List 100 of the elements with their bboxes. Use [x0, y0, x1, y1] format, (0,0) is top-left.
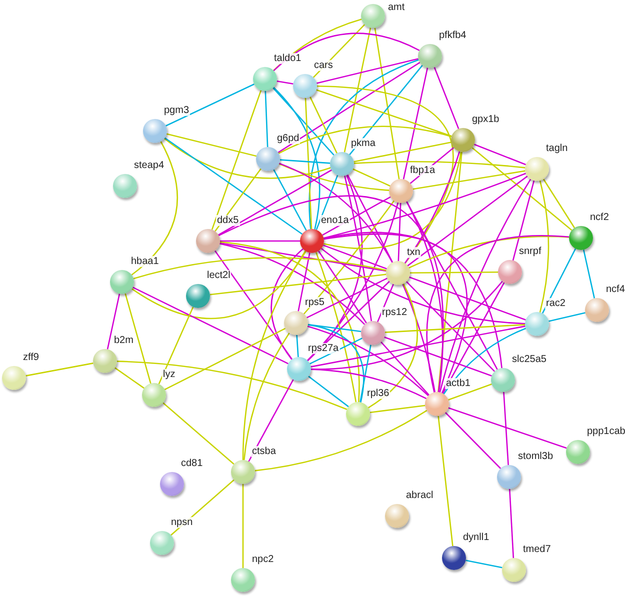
protein-label: ctsba: [251, 446, 277, 457]
protein-label: fbp1a: [409, 165, 436, 176]
interaction-line: [308, 376, 349, 408]
protein-label: stoml3b: [517, 451, 554, 462]
interaction-line: [426, 234, 570, 392]
interaction-line: [114, 367, 144, 389]
interaction-line: [218, 169, 332, 236]
interaction-line: [315, 252, 357, 402]
interaction-line: [311, 280, 503, 370]
interaction-line: [280, 159, 330, 164]
interaction-line: [448, 383, 492, 401]
interaction-line: [308, 324, 364, 402]
interaction-line: [164, 328, 286, 390]
interaction-line: [273, 86, 320, 230]
interaction-line: [310, 368, 427, 400]
interaction-line: [278, 163, 390, 191]
protein-label: txn: [406, 247, 422, 258]
interaction-line: [466, 560, 502, 568]
interaction-line: [548, 312, 586, 322]
interaction-line: [384, 324, 526, 333]
interaction-line: [444, 412, 502, 469]
protein-label: pkma: [350, 138, 376, 149]
interaction-line: [344, 176, 372, 322]
interaction-line: [438, 416, 454, 546]
interaction-line: [409, 276, 526, 321]
interaction-line: [443, 328, 526, 394]
interaction-line: [354, 161, 526, 168]
interaction-line: [242, 250, 306, 460]
interaction-line: [370, 404, 426, 414]
interaction-line: [322, 244, 388, 270]
protein-label: b2m: [113, 335, 134, 346]
interaction-line: [166, 133, 257, 157]
protein-label: dynll1: [462, 532, 490, 543]
interaction-line: [406, 281, 496, 372]
interaction-line: [316, 89, 452, 137]
interaction-line: [512, 180, 535, 261]
interaction-line: [398, 202, 402, 262]
protein-label: zff9: [22, 352, 40, 363]
protein-label: slc25a5: [511, 354, 548, 365]
interaction-line: [304, 98, 312, 230]
interaction-line: [448, 407, 567, 449]
protein-label: gpx1b: [471, 114, 500, 125]
interaction-line: [318, 250, 367, 324]
protein-label: cd81: [180, 458, 204, 469]
protein-label: ncf2: [589, 212, 610, 223]
interaction-line: [210, 274, 386, 296]
interaction-line: [324, 234, 468, 394]
protein-label: rac2: [545, 298, 566, 309]
interaction-line: [220, 241, 360, 402]
interaction-line: [322, 196, 391, 236]
interaction-line: [164, 137, 303, 235]
interaction-line: [503, 392, 509, 466]
interaction-line: [278, 62, 420, 154]
interaction-line: [406, 201, 444, 392]
interaction-line: [404, 151, 460, 264]
interaction-line: [308, 59, 419, 230]
protein-label: snrpf: [518, 246, 542, 257]
interaction-line: [539, 180, 550, 313]
interaction-line: [254, 410, 428, 472]
protein-label: tagln: [545, 143, 569, 154]
interaction-line: [307, 280, 390, 362]
interaction-line: [384, 336, 492, 377]
interaction-line: [162, 402, 234, 465]
protein-label: rps5: [304, 297, 326, 308]
interaction-line: [270, 248, 304, 360]
interaction-line: [273, 32, 420, 72]
interaction-line: [402, 68, 428, 180]
interaction-line: [133, 257, 386, 280]
interaction-line: [377, 284, 394, 322]
protein-label: lect2l: [206, 270, 232, 281]
interaction-line: [158, 306, 194, 384]
interaction-line: [474, 144, 526, 166]
interaction-line: [278, 126, 452, 154]
protein-label: npsn: [170, 517, 194, 528]
interaction-line: [303, 200, 395, 314]
interaction-line: [442, 282, 505, 394]
interaction-line: [308, 324, 362, 332]
protein-label: rps12: [381, 307, 408, 318]
interaction-line: [106, 294, 120, 350]
interaction-line: [439, 178, 532, 393]
protein-label: ncf4: [605, 284, 625, 295]
interaction-line: [214, 168, 262, 232]
interaction-line: [316, 58, 418, 84]
protein-label: amt: [387, 2, 406, 13]
interaction-line: [242, 484, 244, 568]
interaction-line: [402, 284, 436, 392]
interaction-line: [412, 170, 526, 190]
protein-label: abracl: [405, 490, 434, 501]
interaction-line: [264, 90, 268, 148]
interaction-line: [321, 248, 526, 324]
interaction-line: [438, 152, 462, 392]
interaction-line: [307, 326, 429, 396]
protein-label: tmed7: [522, 544, 552, 555]
interaction-line: [324, 232, 502, 368]
interaction-line: [407, 176, 528, 266]
protein-label: taldo1: [273, 53, 302, 64]
interaction-line: [124, 293, 152, 384]
interaction-line: [166, 84, 254, 126]
interaction-line: [582, 250, 596, 298]
interaction-line: [312, 24, 366, 78]
